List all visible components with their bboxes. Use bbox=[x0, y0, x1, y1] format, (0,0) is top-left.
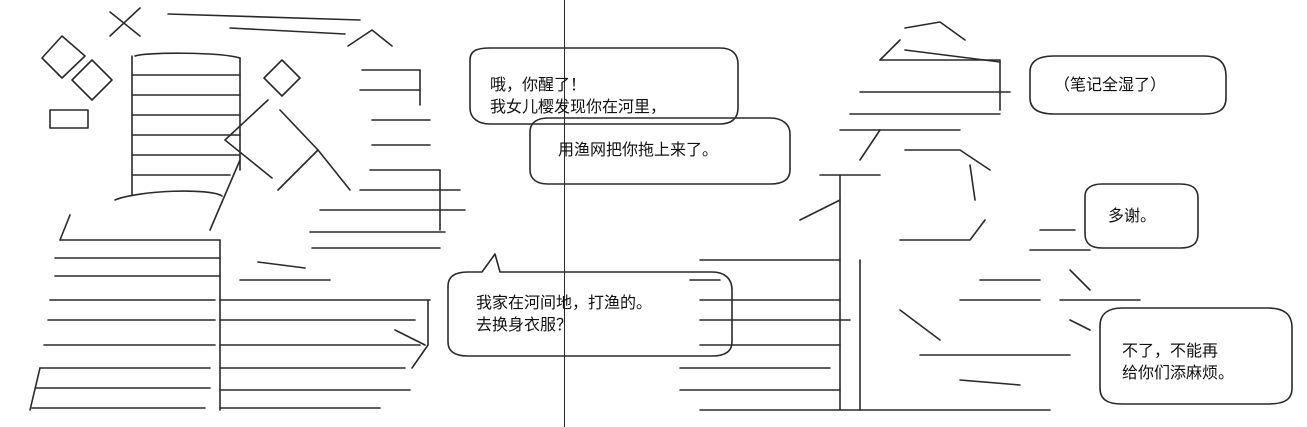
stripe-mark bbox=[109, 7, 141, 37]
bubble-2-line-1: 用渔网把你拖上来了。 bbox=[558, 140, 719, 159]
bubble-3-line-1: 我家在河间地，打渔的。 bbox=[476, 293, 653, 312]
bubble-5-line-1: 多谢。 bbox=[1108, 206, 1157, 225]
bubble-3-line-2: 去换身衣服？ bbox=[476, 315, 573, 334]
speech-bubble-3 bbox=[447, 253, 733, 357]
panel-divider bbox=[564, 0, 565, 427]
diamond-ornament bbox=[209, 59, 351, 281]
bubble-4-line-1: （笔记全湿了） bbox=[1054, 75, 1167, 94]
speech-bubble-4 bbox=[1029, 55, 1227, 115]
fisherman-figure bbox=[29, 52, 241, 411]
speech-bubble-2 bbox=[529, 117, 791, 185]
speech-bubble-5 bbox=[1084, 183, 1199, 249]
bubble-6-line-2: 给你们添麻烦。 bbox=[1122, 363, 1235, 382]
bubble-1-line-2: 我女儿樱发现你在河里， bbox=[490, 97, 667, 116]
speech-bubble-1 bbox=[469, 47, 739, 125]
woman-figure bbox=[219, 29, 466, 409]
bubble-5-text: 多谢。 bbox=[1108, 205, 1156, 227]
bubble-6-line-1: 不了，不能再 bbox=[1122, 341, 1219, 360]
bubble-2-text: 用渔网把你拖上来了。 bbox=[558, 139, 718, 161]
speech-bubble-6 bbox=[1099, 307, 1293, 405]
bubble-3-text: 我家在河间地，打渔的。 去换身衣服？ bbox=[476, 292, 652, 336]
left-decor bbox=[41, 7, 361, 129]
bubble-1-text: 哦，你醒了！ 我女儿樱发现你在河里， bbox=[490, 74, 666, 118]
bubble-1-line-1: 哦，你醒了！ bbox=[490, 75, 587, 94]
young-man-figure bbox=[679, 21, 1141, 411]
bubble-6-text: 不了，不能再 给你们添麻烦。 bbox=[1122, 340, 1234, 384]
bubble-4-text: （笔记全湿了） bbox=[1054, 74, 1166, 96]
